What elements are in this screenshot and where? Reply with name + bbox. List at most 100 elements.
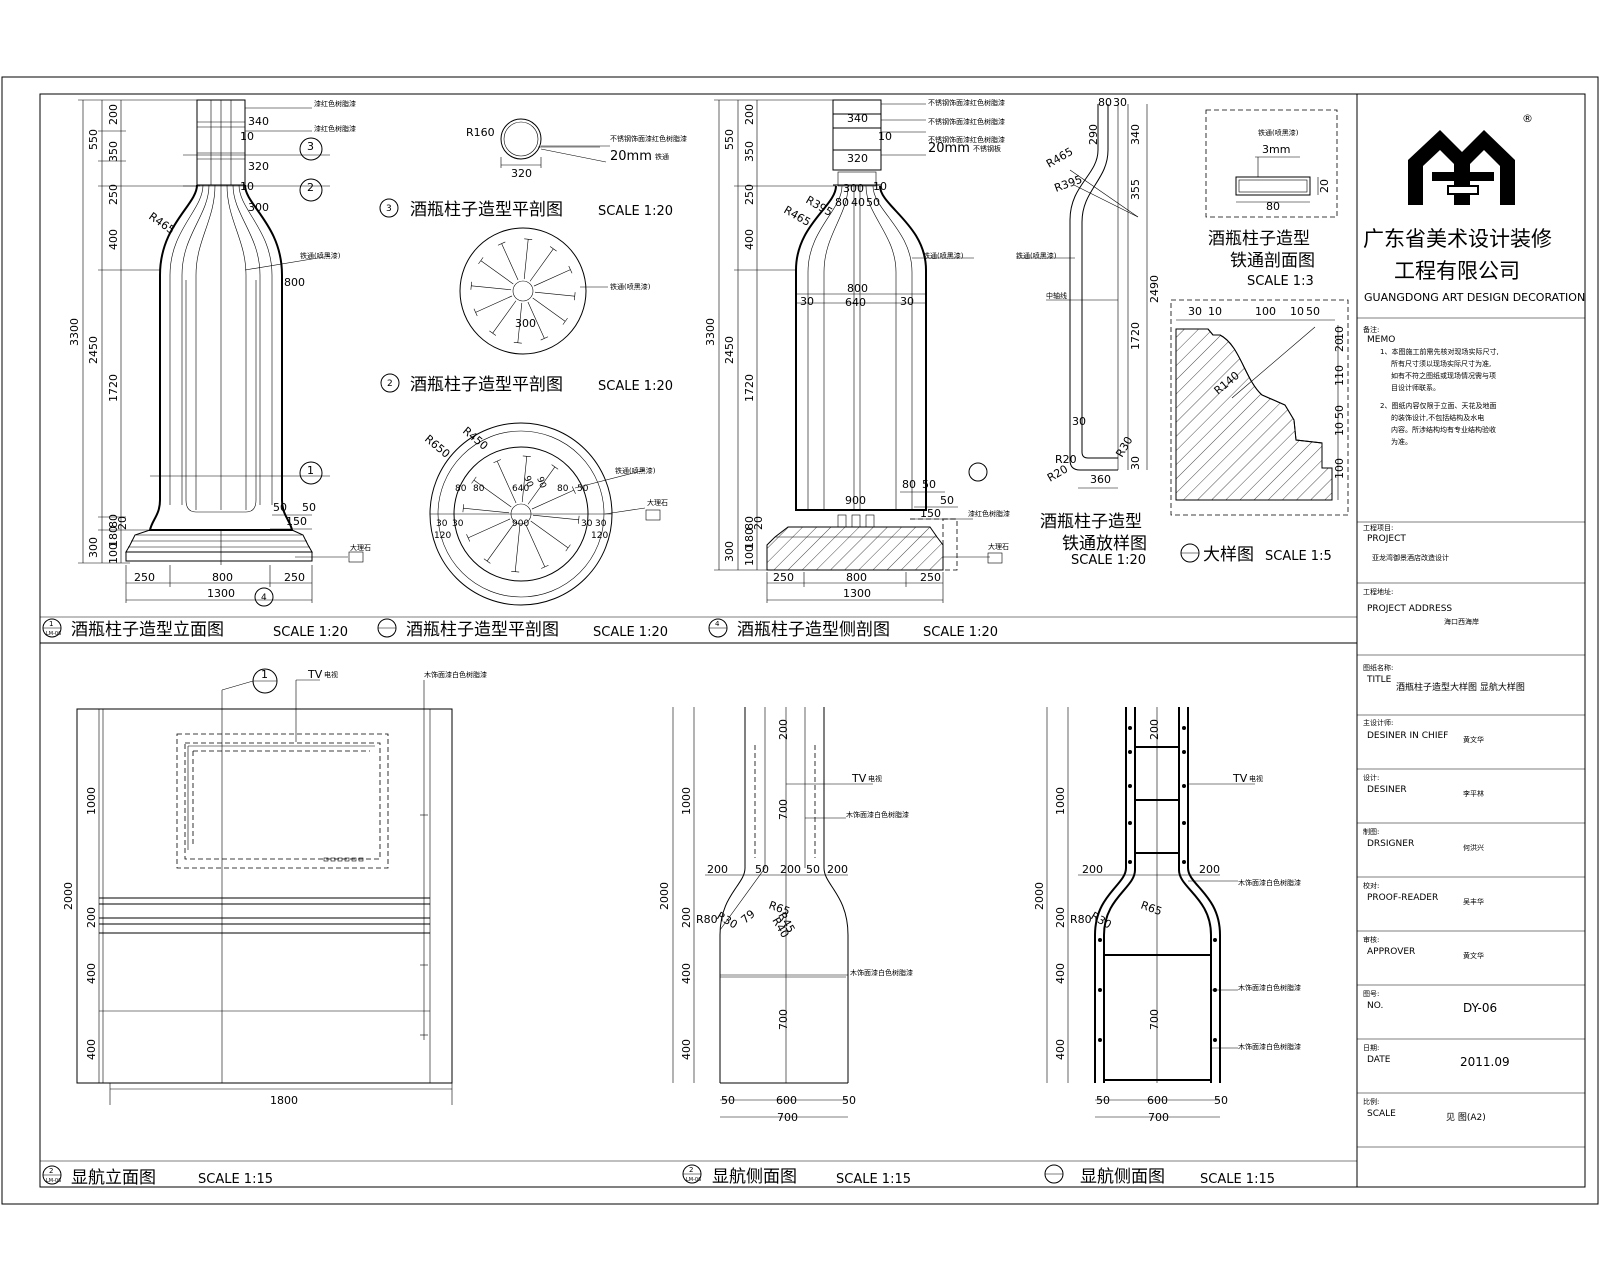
tb-label-cn: 日期: [1363, 1044, 1379, 1052]
dim: 200 [780, 863, 801, 876]
dim: 20 [116, 516, 129, 530]
tb-label-cn: 设计: [1363, 773, 1379, 782]
caption-num: 3 [386, 204, 392, 214]
note-stainless-paint: 不锈钢饰面漆红色树脂漆 [610, 134, 687, 143]
rib-spoke [525, 524, 546, 567]
dim: 10 [1333, 422, 1346, 436]
note-tv: TV [851, 772, 867, 785]
note-stainless-paint: 不锈钢饰面漆红色树脂漆 [928, 117, 1005, 126]
dim: 50 [940, 494, 954, 507]
tb-label-en: TITLE [1366, 675, 1392, 685]
bottom-captions: 2 LM-06 显航立面图 SCALE 1:15 2 LM-06 显航侧面图 S… [42, 1164, 1275, 1188]
note-tv-tag: 电视 [324, 670, 338, 679]
tb-label-cn: 校对: [1363, 881, 1379, 890]
dim: R465 [146, 210, 177, 237]
dim: R80 [696, 913, 718, 926]
tb-label-en: DATE [1367, 1055, 1391, 1065]
company-logo: ® [1408, 112, 1533, 205]
dim: 50 [273, 501, 287, 514]
tb-label-en: SCALE [1367, 1109, 1396, 1119]
caption-num: 4 [715, 620, 720, 628]
dim: 300 [515, 317, 536, 330]
dim: 2490 [1148, 275, 1161, 303]
top-captions: 1 LM-06 酒瓶柱子造型立面图 SCALE 1:20 酒瓶柱子造型平剖图 S… [42, 618, 998, 640]
caption-title: 铁通剖面图 [1230, 251, 1315, 271]
dim: 10 [1290, 305, 1304, 318]
section-marker-3: 3 [307, 140, 314, 153]
rib-spoke [523, 239, 529, 280]
screw-points [1098, 726, 1217, 1042]
caption-scale: SCALE 1:15 [198, 1172, 273, 1187]
tb-label-cn: 审核: [1363, 935, 1379, 944]
drawing-date: 2011.09 [1460, 1055, 1510, 1069]
caption-title: 酒瓶柱子造型 [1040, 512, 1142, 532]
tb-label-en: DESINER [1367, 785, 1407, 795]
caption-scale: SCALE 1:20 [1071, 553, 1146, 568]
dim: R20 [1055, 453, 1077, 466]
dim: 30 [1188, 305, 1202, 318]
rib-spoke [463, 507, 510, 514]
dim: 400 [85, 1039, 98, 1060]
tb-label-cn: 主设计师: [1363, 718, 1393, 727]
dim: 50 [1096, 1094, 1110, 1107]
caption-scale: SCALE 1:15 [836, 1172, 911, 1187]
section-marker: 1 [261, 668, 268, 681]
dim: 290 [1087, 124, 1100, 145]
dim: 10 [1208, 305, 1222, 318]
dim: 400 [743, 229, 756, 250]
rib-spoke [532, 297, 566, 322]
memo-label-en: MEMO [1367, 335, 1395, 345]
dim: 80 [107, 514, 120, 528]
dim: 300 [87, 537, 100, 558]
dim: 200 [777, 719, 790, 740]
dim: 90 [521, 475, 534, 489]
rib-spoke [517, 302, 523, 343]
tb-label-cn: 工程地址: [1363, 587, 1393, 596]
memo-line: 如有不符之图纸或现场情况需与项 [1391, 371, 1496, 380]
caption-scale: SCALE 1:15 [1200, 1172, 1275, 1187]
dim: 600 [776, 1094, 797, 1107]
tb-label-en: DESINER IN CHIEF [1367, 731, 1448, 741]
note-tv-tag: 电视 [1249, 774, 1263, 783]
bottle-column-side-section: 340 10 320 300 10 80 40 50 R395 R465 800… [704, 98, 1010, 603]
dim: 400 [680, 1039, 693, 1060]
dim: 1720 [1129, 322, 1142, 350]
note-marble: 漆红色树脂漆 [968, 509, 1010, 518]
dim: 79 [739, 907, 758, 926]
dim: 80 [902, 478, 916, 491]
title-block: ® 广东省美术设计装修 工程有限公司 GUANGDONG ART DESIGN … [1357, 112, 1585, 1148]
dim: 640 [512, 484, 529, 494]
rib-end [565, 544, 571, 552]
caption-num: 1 [49, 620, 53, 628]
tb-value: 黄文华 [1463, 951, 1484, 960]
dim: 320 [847, 152, 868, 165]
dim: 2000 [1033, 882, 1046, 910]
memo-line: 目设计师联系。 [1391, 383, 1440, 392]
dim: 30 [800, 295, 814, 308]
drawing-scale: 见 图(A2) [1446, 1112, 1486, 1123]
rib-spoke [527, 466, 556, 505]
dim: 300 [723, 541, 736, 562]
dim: 10 [240, 180, 254, 193]
company-name-cn-2: 工程有限公司 [1394, 259, 1520, 283]
dim: 400 [107, 229, 120, 250]
dim: 350 [743, 141, 756, 162]
dim: 250 [743, 184, 756, 205]
rib-spoke [531, 489, 574, 510]
rib-end [571, 486, 576, 494]
dim: 200 [1199, 863, 1220, 876]
rib-spoke [468, 518, 511, 539]
caption-title: 大样图 [1203, 545, 1254, 565]
note-wood-paint: 木饰面漆白色树脂漆 [846, 810, 909, 819]
tb-label-en: APPROVER [1367, 947, 1415, 957]
dim: 400 [1054, 1039, 1067, 1060]
rib-end [478, 257, 484, 265]
dim: 50 [1214, 1094, 1228, 1107]
rib-spoke [533, 269, 571, 287]
dim: 30 [452, 519, 464, 529]
rib-spoke [532, 514, 579, 521]
note-iron-pipe: 铁通(喷黑漆) [610, 282, 651, 291]
plan-section-2: 300 铁通(喷黑漆) 2 酒瓶柱子造型平剖图 SCALE 1:20 [380, 227, 673, 395]
dim: 900 [512, 519, 529, 529]
note-stainless-paint: 不锈钢饰面漆红色树脂漆 [928, 98, 1005, 107]
